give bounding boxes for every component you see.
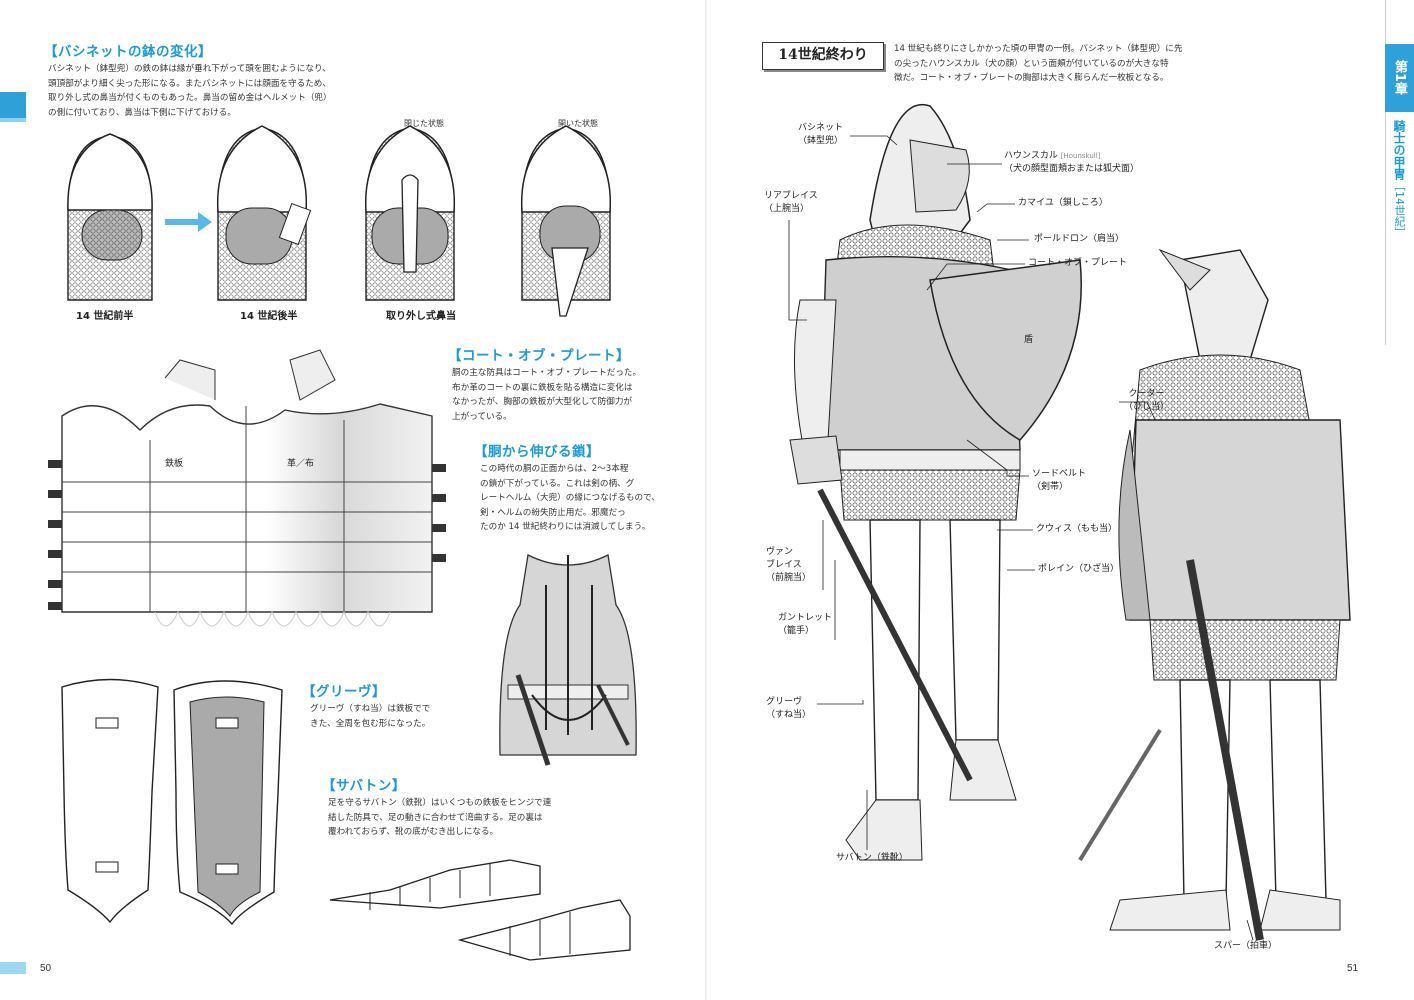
bascinet-body-line: 頭頂部がより細く尖った形になる。またバシネットには顔面を守るため、 [48,78,331,89]
intro-line: の尖ったハウンスカル（犬の顔）という面頬が付いているのが大きな特 [894,58,1169,69]
state-closed-label: 閉じた状態 [404,119,444,128]
label-couter-line: クーター [1128,389,1165,399]
label-couter: クーター （ひじ当） [1124,388,1169,414]
label-bascinet-line: （鉢型兜） [798,136,844,146]
label-spur: スパー（拍車） [1214,941,1278,951]
label-pauldron: ポールドロン（肩当） [1034,234,1125,244]
bascinet-body: バシネット（鉢型兜）の鉄の鉢は縁が垂れ下がって頭を囲むようになり、 頭頂部がより… [48,62,332,120]
coat-body-line: 胴の主な防具はコート・オブ・プレートだった。 [452,368,642,378]
label-sword-belt-line: （剣帯） [1032,482,1069,492]
helmet-early-14c [67,133,153,301]
label-sword-belt-line: ソードベルト [1032,469,1087,479]
chains-body-line: たのか 14 世紀終わりには消滅してしまう。 [480,522,651,533]
label-leather-cloth: 革／布 [287,459,315,469]
chains-body-line: この時代の胴の正面からは、2～3本程 [480,464,629,474]
bascinet-body-line: 取り外し式の鼻当が付くものもあった。鼻当の留め金はヘルメット（兜） [48,93,332,104]
label-hounskull-en: [Hounskull] [1060,152,1101,160]
sabaton-title: 【サバトン】 [322,778,406,794]
label-greave: グリーヴ （すね当） [766,696,811,722]
coat-body-line: なかったが、胸部の鉄板が大型化して防御力が [452,397,633,408]
caption-early-14c: 14 世紀前半 [76,311,134,322]
intro-line: 徴だ。コート・オブ・プレートの胸部は大きく膨らんだ一枚板となる。 [894,73,1169,84]
helmet-late-14c [216,125,312,301]
label-shield: 盾 [1024,335,1034,345]
label-sword-belt: ソードベルト （剣帯） [1032,468,1086,494]
label-vambrace-line: ブレイス [766,560,802,570]
chains-body-line: 剣・ヘルムの紛失防止用だ。邪魔だっ [480,507,626,518]
label-rerebrace-line: リアブレイス [764,191,818,201]
label-cuisse: クウィス（もも当） [1036,524,1118,534]
label-sabaton: サバトン（鉄靴） [836,853,908,863]
chapter-subtitle: ［14世紀］ [1393,180,1406,238]
knight-illustrations [789,103,1351,941]
chapter-title: 騎士の甲冑［14世紀］ [1385,120,1414,330]
bascinet-body-line: バシネット（鉢型兜）の鉄の鉢は縁が垂れ下がって頭を囲むようになり、 [48,64,331,74]
sabaton-illustration [329,859,631,961]
label-bascinet: バシネット （鉢型兜） [798,122,843,148]
coat-of-plate-illustration [48,349,446,627]
chains-body-line: の鎖が下がっている。これは剣の柄、グ [480,478,635,489]
coat-of-plate-title: 【コート・オブ・プレート】 [448,348,630,364]
label-hounskull: ハウンスカル [Hounskull] （犬の顔型面頬おまたは狐犬面） [1004,150,1139,176]
chapter-number: 第1章 [1385,44,1414,112]
chains-body-line: レートヘルム（大兜）の縁につなげるもので、 [480,493,660,504]
rear-knight [1078,248,1351,941]
label-rerebrace: リアブレイス （上腕当） [764,190,818,216]
label-gauntlet: ガントレット （籠手） [778,612,832,638]
intro-text: 14 世紀も終りにさしかかった頃の甲冑の一例。バシネット（鉢型兜）に先 の尖った… [894,42,1183,86]
coat-body-line: 上がっている。 [452,411,512,422]
label-couter-line: （ひじ当） [1124,402,1170,412]
label-vambrace-line: （前腕当） [766,573,812,583]
label-iron-plate: 鉄板 [165,459,184,469]
greave-illustration [61,678,283,926]
left-page: 50 【バシネットの鉢の変化】 バシネット（鉢型兜）の鉄の鉢は縁が垂れ下がって頭… [0,44,660,974]
chains-body: この時代の胴の正面からは、2～3本程 の鎖が下がっている。これは剣の柄、グ レー… [480,462,660,535]
sabaton-body-line: 足を守るサバトン（鉄靴）はいくつもの鉄板をヒンジで連 [328,798,552,808]
era-stamp: 14世紀終わり [762,42,884,70]
label-hounskull-line: （犬の顔型面頬おまたは狐犬面） [1004,164,1140,174]
label-rerebrace-line: （上腕当） [764,204,810,214]
bascinet-illustrations [67,125,612,317]
front-knight [789,103,1082,861]
label-coat-of-plate: コート・オブ・プレート [1028,258,1128,268]
chapter-tab-accent [0,118,26,122]
page-number-right: 51 [1347,963,1359,974]
intro-line: 14 世紀も終りにさしかかった頃の甲冑の一例。バシネット（鉢型兜）に先 [894,44,1183,54]
helmet-detachable-nasal-closed [364,125,456,301]
chains-title: 【胴から伸びる鎖】 [474,444,600,460]
label-greave-line: グリーヴ [766,697,803,707]
label-bascinet-line: バシネット [798,123,844,133]
sabaton-body: 足を守るサバトン（鉄靴）はいくつもの鉄板をヒンジで連 結した防具で、足の動きに合… [328,796,551,840]
label-gauntlet-line: ガントレット [778,613,833,623]
greave-body-line: グリーヴ（すね当）は鉄板でで [310,704,431,714]
label-vambrace: ヴァン ブレイス （前腕当） [766,546,811,585]
coat-body-line: 布か革のコートの裏に鉄板を貼る構造に変化は [452,382,633,393]
bascinet-body-line: の側に付いており、鼻当は下側に下げておける。 [48,107,236,118]
greave-body: グリーヴ（すね当）は鉄板でで きた、全周を包む形になった。 [310,702,430,731]
label-hounskull-line: ハウンスカル [1004,151,1058,161]
label-greave-line: （すね当） [766,710,812,720]
caption-detachable-nasal: 取り外し式鼻当 [386,311,456,322]
label-vambrace-line: ヴァン [766,547,794,557]
sabaton-body-line: 覆われておらず、靴の底がむき出しになる。 [328,827,499,838]
chapter-title-text: 騎士の甲冑 [1392,120,1406,180]
label-camail: カマイユ（鎖しころ） [1018,198,1108,208]
label-poleyn: ポレイン（ひざ当） [1038,564,1120,574]
greave-body-line: きた、全周を包む形になった。 [310,718,431,729]
sabaton-body-line: 結した防具で、足の動きに合わせて湾曲する。足の裏は [328,812,543,823]
label-gauntlet-line: （籠手） [778,626,815,636]
footer-tab [0,962,26,974]
chain-illustration [499,554,637,766]
caption-late-14c: 14 世紀後半 [240,311,298,322]
helmet-detachable-nasal-open [520,125,612,317]
greave-title: 【グリーヴ】 [302,684,386,700]
page-number-left: 50 [40,963,52,974]
bascinet-title: 【バシネットの鉢の変化】 [44,44,212,60]
chapter-tab-marker [0,92,26,118]
coat-of-plate-body: 胴の主な防具はコート・オブ・プレートだった。 布か革のコートの裏に鉄板を貼る構造… [452,366,641,424]
state-open-label: 開いた状態 [558,119,598,128]
leader-lines [788,135,1254,941]
